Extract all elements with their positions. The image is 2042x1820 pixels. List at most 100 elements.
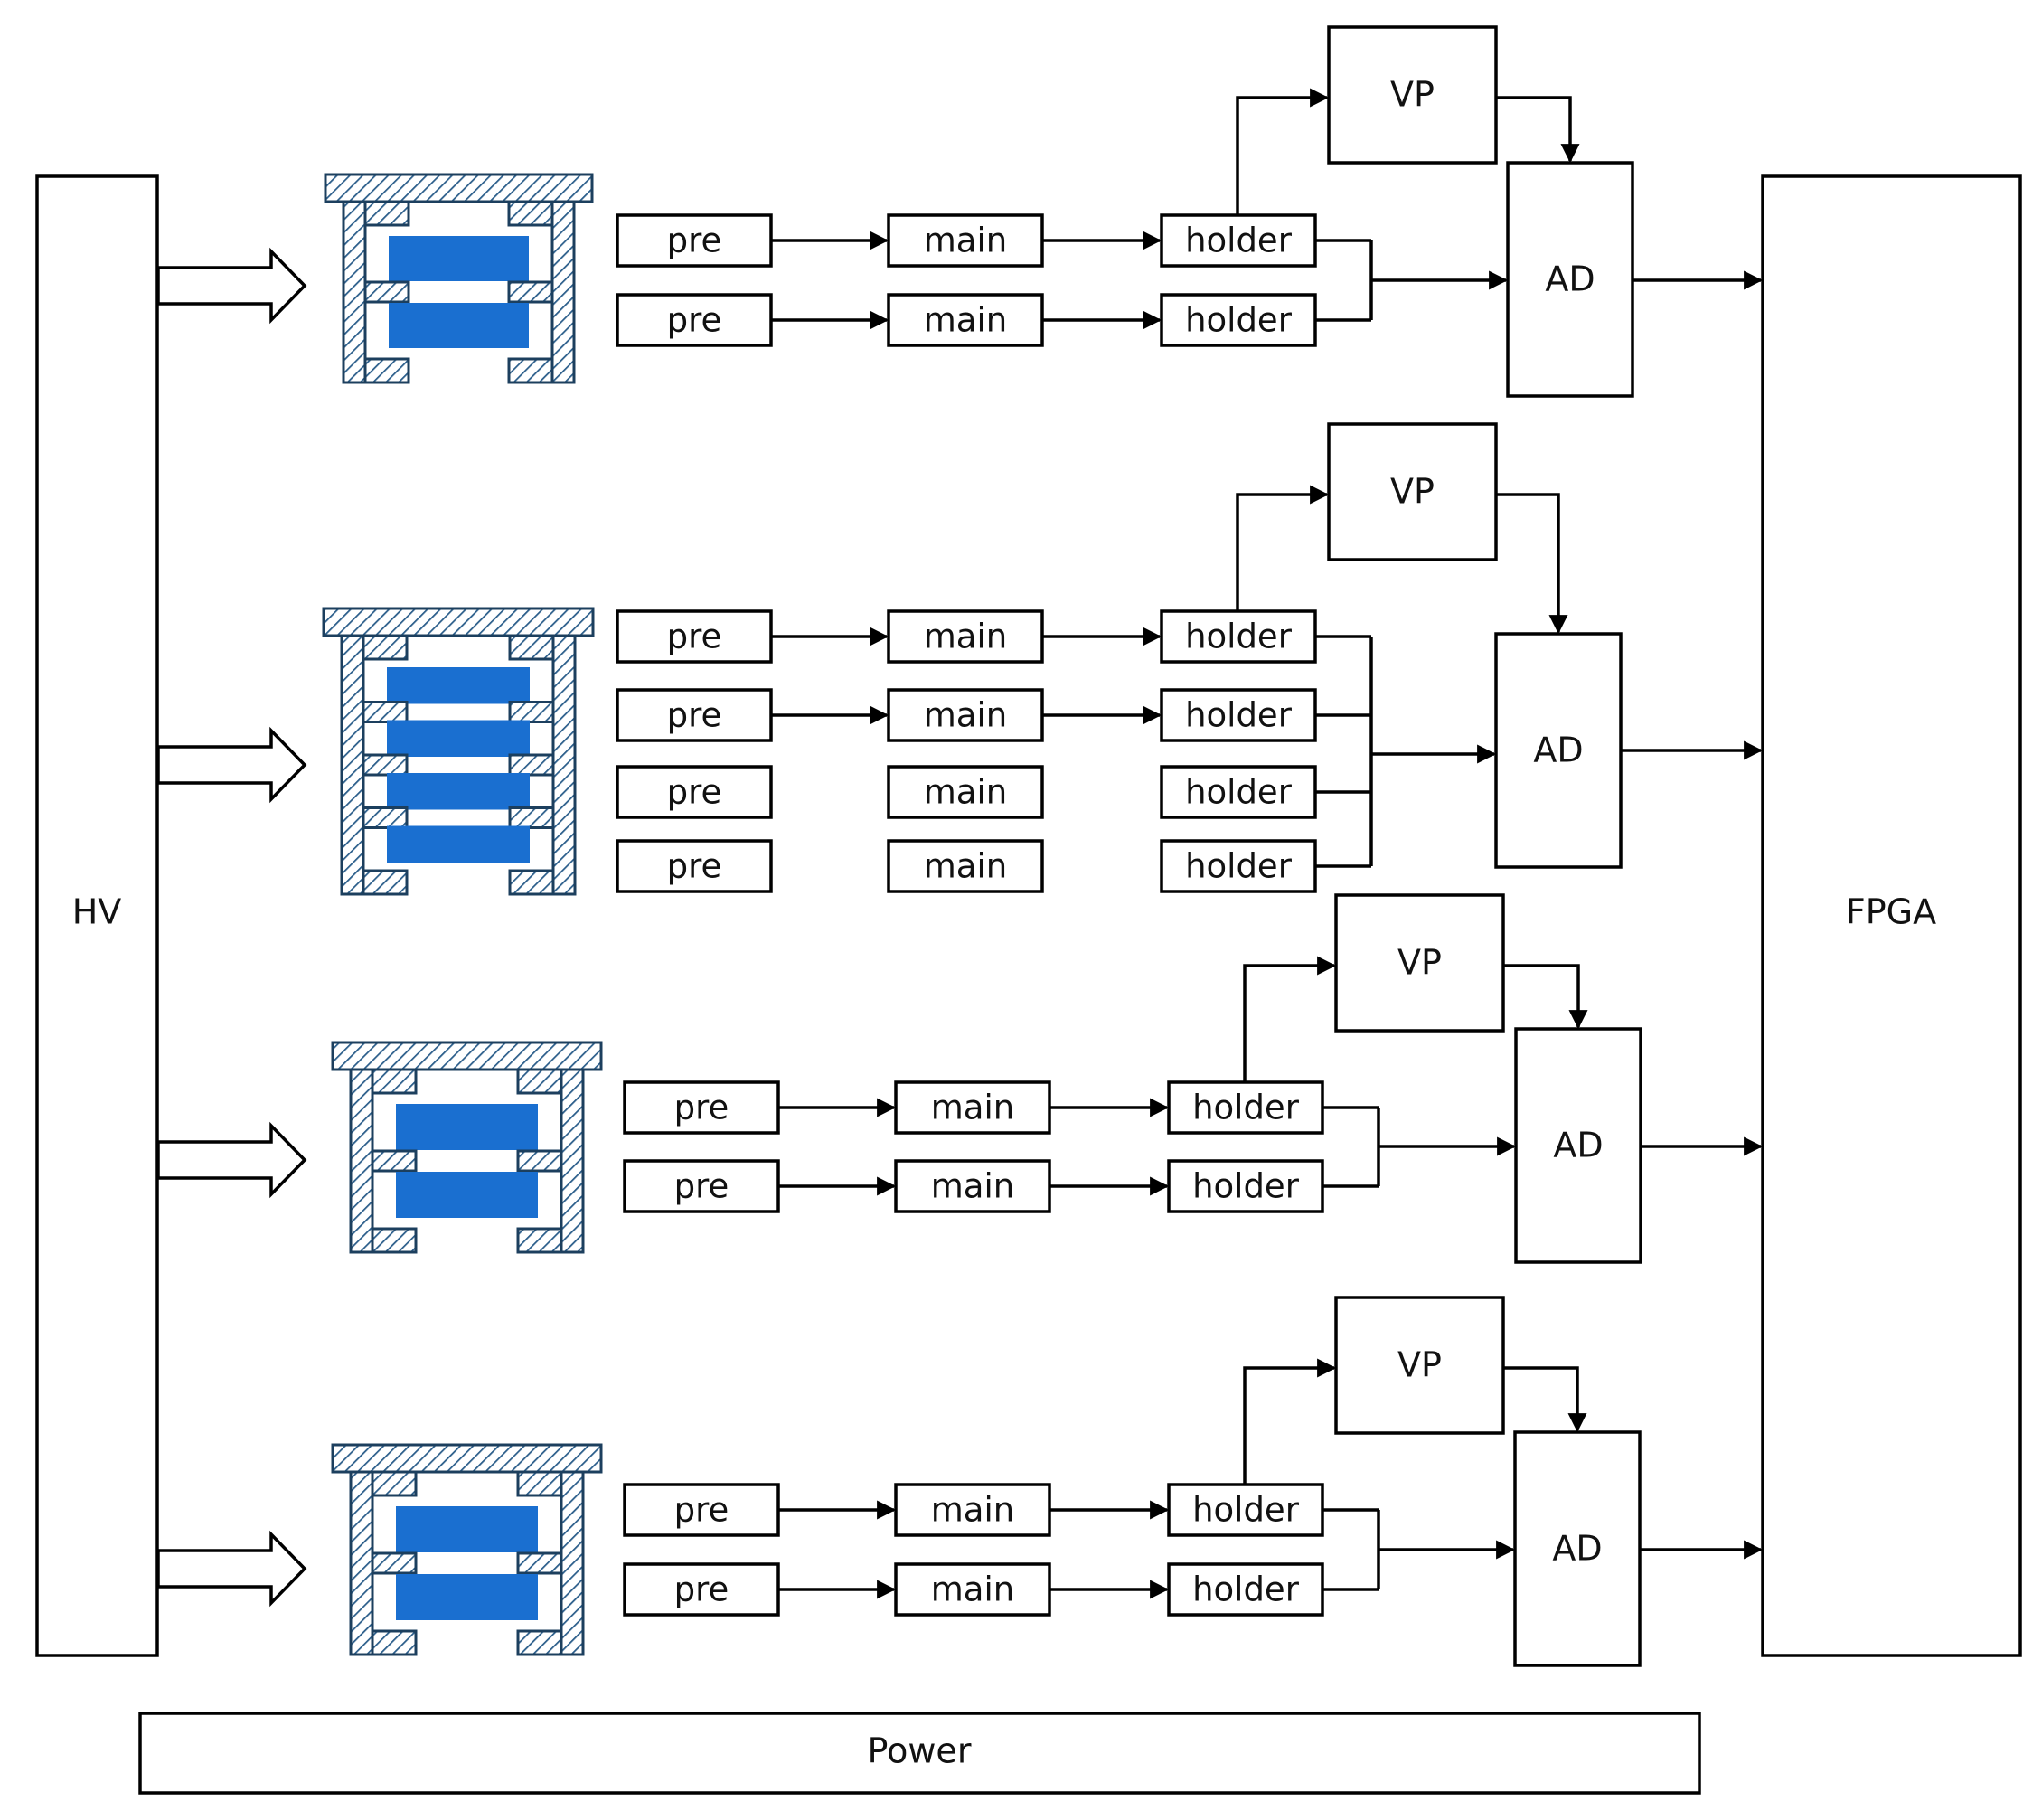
ad-converter-box-frame [1513,1430,1642,1667]
ad-converter-box: AD [1506,161,1634,398]
holder-to-vp-wire [1243,1358,1337,1485]
holder-left-spacer [371,1551,418,1575]
preamp-box-label: pre [667,773,722,812]
peak-holder-box-label: holder [1185,847,1293,886]
holder-right-foot [508,869,555,896]
main-amp-box-label: main [924,222,1007,260]
holder-left-top-ledge [363,200,410,227]
preamp-box-label: pre [667,847,722,886]
holder-left-post [349,1068,374,1254]
preamp-box-frame [616,839,773,893]
holder-right-post [560,1470,585,1656]
channel-2: pre main holder [623,1159,1324,1213]
hv-feed-arrow [156,1530,307,1608]
holder-left-top-ledge [371,1470,418,1497]
ad-converter-box-label: AD [1533,731,1583,770]
vp-box: VP [1334,1296,1505,1435]
holder-left-foot [371,1227,418,1254]
holder-top-plate [331,1041,603,1071]
holder-right-spacer [516,1551,563,1575]
main-amp-box-label: main [924,301,1007,340]
holder-left-post [342,200,367,384]
preamp-box-frame [616,765,773,819]
crystal-layer-2 [396,1574,538,1620]
ad-converter-box-label: AD [1553,1126,1603,1165]
peak-holder-box-label: holder [1192,1167,1300,1206]
vp-box-frame [1334,1296,1505,1435]
main-amp-box-frame [887,839,1044,893]
preamp-box-frame [616,293,773,347]
crystal-layer-2 [396,1172,538,1218]
ad-converter-box-frame [1506,161,1634,398]
holder-right-foot [507,357,554,384]
main-amp-box-frame [887,213,1044,268]
peak-holder-box-label: holder [1185,222,1293,260]
holder-right-top-ledge [516,1470,563,1497]
preamp-box-label: pre [667,222,722,260]
ad-converter-box-label: AD [1552,1529,1602,1569]
holder-left-spacer [362,806,409,829]
holder-right-spacer [516,1149,563,1173]
peak-holder-box: holder [1167,1159,1324,1213]
preamp-box: pre [623,1562,780,1617]
vp-box: VP [1327,422,1498,561]
peak-holder-box-label: holder [1185,696,1293,735]
peak-holder-box-frame [1160,765,1317,819]
preamp-box-frame [616,688,773,742]
crystal-layer-2 [389,303,529,348]
main-amp-box-frame [887,293,1044,347]
vp-to-ad-wire [1496,493,1568,635]
ad-converter-box-frame [1494,632,1623,869]
ad-converter-box: AD [1514,1027,1642,1264]
main-amp-box: main [894,1159,1051,1213]
main-amp-box: main [887,839,1044,893]
main-amp-box: main [894,1562,1051,1617]
main-amp-box-frame [894,1080,1051,1135]
crystal-layer-1 [389,236,529,281]
crystal-layer-1 [396,1104,538,1150]
main-amp-box-label: main [931,1570,1014,1609]
holder-left-spacer [362,753,409,777]
vp-box-label: VP [1397,1345,1442,1385]
ad-converter-box-label: AD [1545,259,1595,299]
peak-holder-box-label: holder [1192,1570,1300,1609]
main-amp-box-label: main [924,847,1007,886]
vp-box-frame [1327,422,1498,561]
crystal-layer-1 [387,667,530,704]
channel-4: pre main holder [616,839,1317,893]
main-amp-box: main [887,688,1044,742]
holder-right-top-ledge [507,200,554,227]
holder-right-foot [516,1227,563,1254]
vp-box-label: VP [1390,472,1435,512]
main-amp-box-label: main [931,1089,1014,1127]
preamp-box-label: pre [674,1167,729,1206]
main-amp-box: main [894,1483,1051,1537]
preamp-box-frame [623,1080,780,1135]
detector-assembly [331,1041,603,1254]
main-amp-box-label: main [931,1491,1014,1530]
holder-to-vp-wire [1236,88,1330,215]
hv-feed-arrow [156,1121,307,1199]
main-amp-box: main [894,1080,1051,1135]
main-amp-box: main [887,293,1044,347]
vp-box: VP [1334,893,1505,1033]
main-amp-box: main [887,213,1044,268]
holder-right-spacer [507,280,554,304]
vp-to-ad-wire [1503,964,1588,1030]
holder-right-post [560,1068,585,1254]
crystal-layer-1 [396,1506,538,1552]
main-amp-box-label: main [931,1167,1014,1206]
main-amp-box: main [887,765,1044,819]
fpga-block: FPGA [1761,174,2022,1657]
vp-box: VP [1327,25,1498,165]
preamp-box: pre [623,1159,780,1213]
ad-converter-box: AD [1513,1430,1642,1667]
